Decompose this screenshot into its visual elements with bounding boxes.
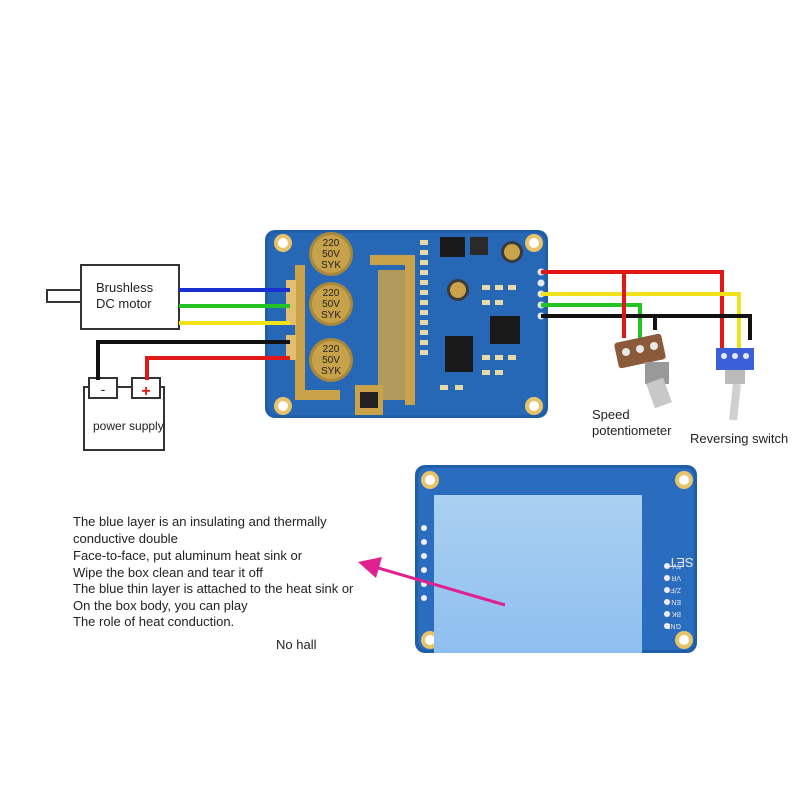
board-silk-pin-labels-2: Z/F [671, 586, 682, 593]
capacitor-middle: 220 50V SYK [309, 282, 353, 326]
motor-label-line1: Brushless [96, 280, 154, 295]
speed-potentiometer [614, 333, 672, 409]
set-silkscreen: SET [668, 555, 693, 570]
capacitor-marking-1: 50V [322, 249, 340, 260]
note-line: Face-to-face, put aluminum heat sink or [73, 548, 303, 563]
power-supply: - + power supply [83, 377, 165, 451]
motor-body: Brushless DC motor [80, 264, 180, 330]
capacitor-marking-1: 50V [322, 299, 340, 310]
control-wires [541, 270, 752, 350]
board-silk-pin-labels-3: EN [671, 598, 681, 605]
board-silk-pin-labels-0: 5V [672, 562, 681, 569]
battery-positive: + [141, 383, 150, 400]
note-line: The blue layer is an insulating and ther… [73, 514, 327, 529]
thermal-pad [434, 495, 642, 653]
no-hall-label: No hall [276, 637, 317, 652]
power-supply-label: power supply [93, 419, 164, 433]
capacitor-marking-0: 220 [323, 344, 340, 355]
note-line: conductive double [73, 531, 178, 546]
battery-negative: - [101, 381, 106, 397]
speed-potentiometer-label-line1: Speed [592, 407, 630, 422]
speed-potentiometer-label-line2: potentiometer [592, 423, 672, 438]
note-line: On the box body, you can play [73, 598, 248, 613]
power-wires [96, 340, 290, 380]
board-silk-pin-labels-5: GND [665, 622, 681, 629]
pin-silkscreen: 5V VR Z/F EN BK GND [665, 562, 681, 629]
capacitor-marking-0: 220 [323, 288, 340, 299]
board-silk-pin-labels-4: BK [671, 610, 681, 617]
board-silk-set-label: SET [668, 555, 693, 570]
motor-label-line2: DC motor [96, 296, 152, 311]
reversing-switch [716, 348, 754, 421]
note-line: The blue thin layer is attached to the h… [73, 581, 354, 596]
capacitor-marking-2: SYK [321, 260, 341, 271]
motor-shaft [46, 289, 83, 303]
capacitor-marking-1: 50V [322, 355, 340, 366]
capacitor-bottom: 220 50V SYK [309, 338, 353, 382]
capacitor-marking-2: SYK [321, 366, 341, 377]
capacitor-marking-2: SYK [321, 310, 341, 321]
board-silk-pin-labels-1: VR [671, 574, 681, 581]
controller-board [265, 230, 548, 418]
pointer-arrow [358, 557, 506, 607]
capacitor-marking-0: 220 [323, 238, 340, 249]
capacitor-top: 220 50V SYK [309, 232, 353, 276]
note-line: The role of heat conduction. [73, 614, 234, 629]
note-line: Wipe the box clean and tear it off [73, 565, 263, 580]
motor-wires [179, 288, 290, 325]
thermal-pad-note: The blue layer is an insulating and ther… [73, 514, 354, 629]
reversing-switch-label: Reversing switch [690, 431, 788, 446]
